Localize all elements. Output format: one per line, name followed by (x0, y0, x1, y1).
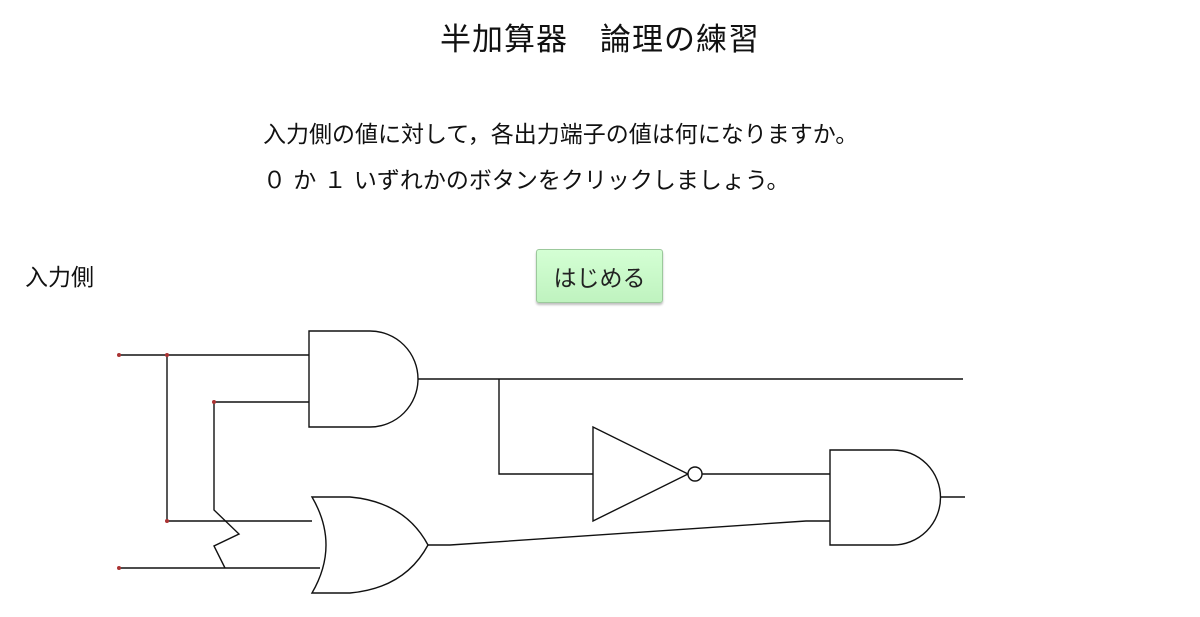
page-title: 半加算器 論理の練習 (440, 22, 760, 58)
instructions: 入力側の値に対して，各出力端子の値は何になりますか。 ０ か １ いずれかのボタ… (263, 112, 858, 204)
input-nodes (117, 353, 216, 570)
input-a-wire (119, 354, 312, 522)
internal-wires (418, 378, 965, 546)
instruction-line-1: 入力側の値に対して，各出力端子の値は何になりますか。 (263, 122, 859, 148)
and-gate-2 (829, 449, 942, 546)
instruction-line-2: ０ か １ いずれかのボタンをクリックしましょう。 (263, 168, 790, 194)
start-button[interactable]: はじめる (536, 249, 663, 303)
input-side-label: 入力側 (25, 265, 94, 291)
and-gate-1 (308, 330, 419, 428)
input-b-wire (119, 401, 320, 569)
not-gate (592, 425, 703, 523)
or-gate (310, 496, 429, 594)
